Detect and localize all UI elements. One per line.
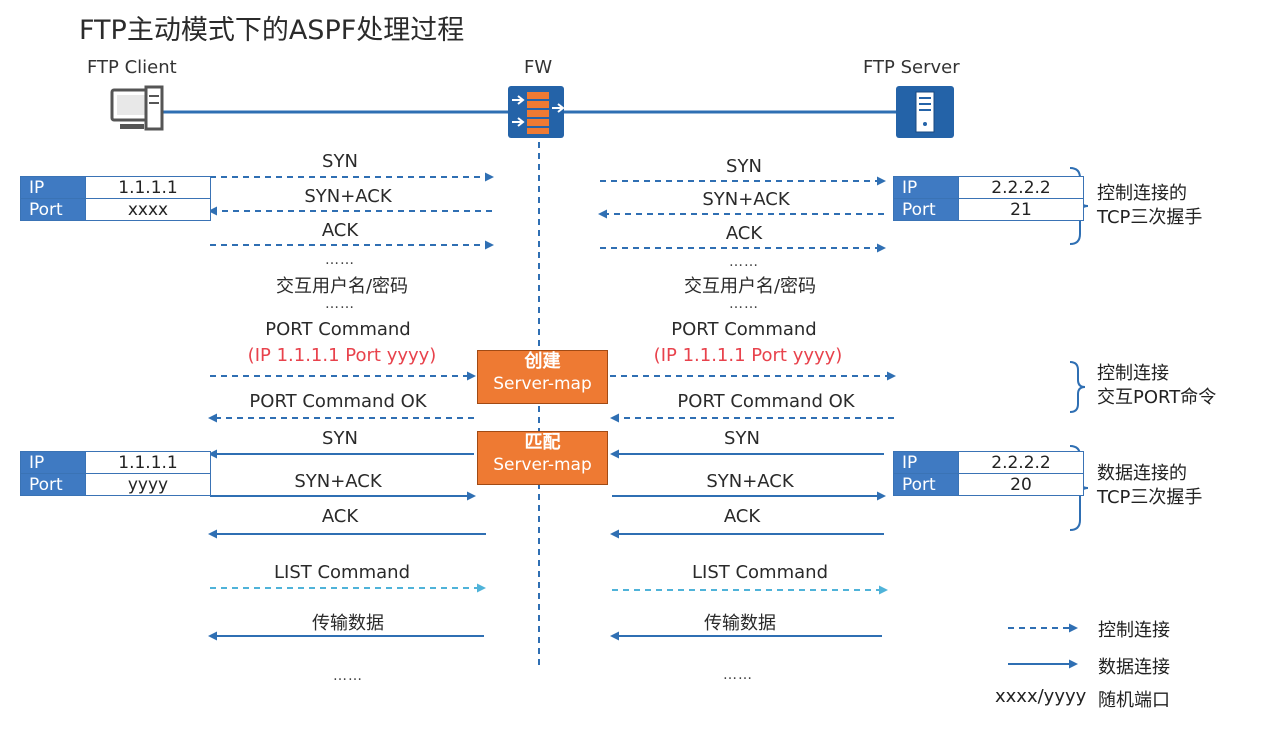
left-dots-1: …… <box>325 252 355 268</box>
match-title: 匹配 <box>524 432 561 453</box>
right-data-ack-label: ACK <box>723 506 761 527</box>
right-port-cmd-param: (IP 1.1.1.1 Port yyyy) <box>653 345 843 366</box>
legend-random-key: xxxx/yyyy <box>995 686 1087 707</box>
legend-random-value: 随机端口 <box>1098 690 1170 711</box>
right-data-syn-label: SYN <box>724 428 760 449</box>
annotation-control-port: 控制连接 交互PORT命令 <box>1097 362 1216 411</box>
right-synack-label: SYN+ACK <box>702 189 790 210</box>
left-port-cmd-label: PORT Command <box>265 319 411 340</box>
right-port-cmd-label: PORT Command <box>671 319 817 340</box>
right-list-label: LIST Command <box>692 562 828 583</box>
firewall-icon <box>508 86 565 138</box>
left-port-ok-label: PORT Command OK <box>249 391 427 412</box>
server-icon <box>896 86 954 138</box>
port-value: yyyy <box>85 473 211 496</box>
left-auth-label: 交互用户名/密码 <box>275 276 409 297</box>
left-data-syn-label: SYN <box>322 428 358 449</box>
annotation-data-handshake: 数据连接的 TCP三次握手 <box>1097 462 1202 511</box>
ftp-server-label: FTP Server <box>863 57 960 78</box>
left-ack-label: ACK <box>321 220 359 241</box>
create-server-map-box: 创建 Server-map <box>477 350 608 404</box>
ip-value: 2.2.2.2 <box>958 176 1084 199</box>
brace-control-port <box>1069 361 1086 413</box>
annotation-line: 数据连接的 <box>1097 463 1187 484</box>
right-ack-label: ACK <box>725 223 763 244</box>
ip-value: 1.1.1.1 <box>85 451 211 474</box>
right-port-ok-label: PORT Command OK <box>677 391 855 412</box>
port-key: Port <box>20 198 86 221</box>
annotation-control-handshake: 控制连接的 TCP三次握手 <box>1097 182 1202 231</box>
right-data-synack-label: SYN+ACK <box>706 471 794 492</box>
ip-value: 2.2.2.2 <box>958 451 1084 474</box>
port-value: 20 <box>958 473 1084 496</box>
match-server-map-box: 匹配 Server-map <box>477 431 608 485</box>
right-dots-3: …… <box>723 667 753 683</box>
annotation-line: 控制连接的 <box>1097 183 1187 204</box>
port-key: Port <box>893 473 959 496</box>
port-value: 21 <box>958 198 1084 221</box>
match-subtitle: Server-map <box>493 454 592 475</box>
legend-data-label: 数据连接 <box>1098 657 1170 678</box>
left-dots-2: …… <box>325 296 355 312</box>
brace-control-handshake <box>1069 167 1089 245</box>
port-key: Port <box>893 198 959 221</box>
left-dots-3: …… <box>333 668 363 684</box>
right-transfer-label: 传输数据 <box>704 613 776 634</box>
fw-label: FW <box>524 57 553 78</box>
left-synack-label: SYN+ACK <box>304 186 392 207</box>
ip-key: IP <box>20 176 86 199</box>
left-data-ack-label: ACK <box>321 506 359 527</box>
port-value: xxxx <box>85 198 211 221</box>
page-title: FTP主动模式下的ASPF处理过程 <box>79 15 465 46</box>
ip-key: IP <box>893 176 959 199</box>
annotation-line: 控制连接 <box>1097 363 1169 384</box>
ip-key: IP <box>20 451 86 474</box>
left-data-synack-label: SYN+ACK <box>294 471 382 492</box>
create-title: 创建 <box>524 351 561 372</box>
right-dots-1: …… <box>729 254 759 270</box>
right-syn-label: SYN <box>726 156 762 177</box>
create-subtitle: Server-map <box>493 373 592 394</box>
ip-value: 1.1.1.1 <box>85 176 211 199</box>
left-list-label: LIST Command <box>274 562 410 583</box>
left-transfer-label: 传输数据 <box>312 613 384 634</box>
right-auth-label: 交互用户名/密码 <box>683 276 817 297</box>
left-port-cmd-param: (IP 1.1.1.1 Port yyyy) <box>247 345 437 366</box>
annotation-line: TCP三次握手 <box>1097 207 1203 229</box>
computer-icon <box>110 85 164 131</box>
left-syn-label: SYN <box>322 151 358 172</box>
ip-key: IP <box>893 451 959 474</box>
annotation-line: 交互PORT命令 <box>1097 387 1217 409</box>
port-key: Port <box>20 473 86 496</box>
right-dots-2: …… <box>729 296 759 312</box>
legend-control-label: 控制连接 <box>1098 620 1170 641</box>
ftp-client-label: FTP Client <box>87 57 177 78</box>
annotation-line: TCP三次握手 <box>1097 487 1203 509</box>
